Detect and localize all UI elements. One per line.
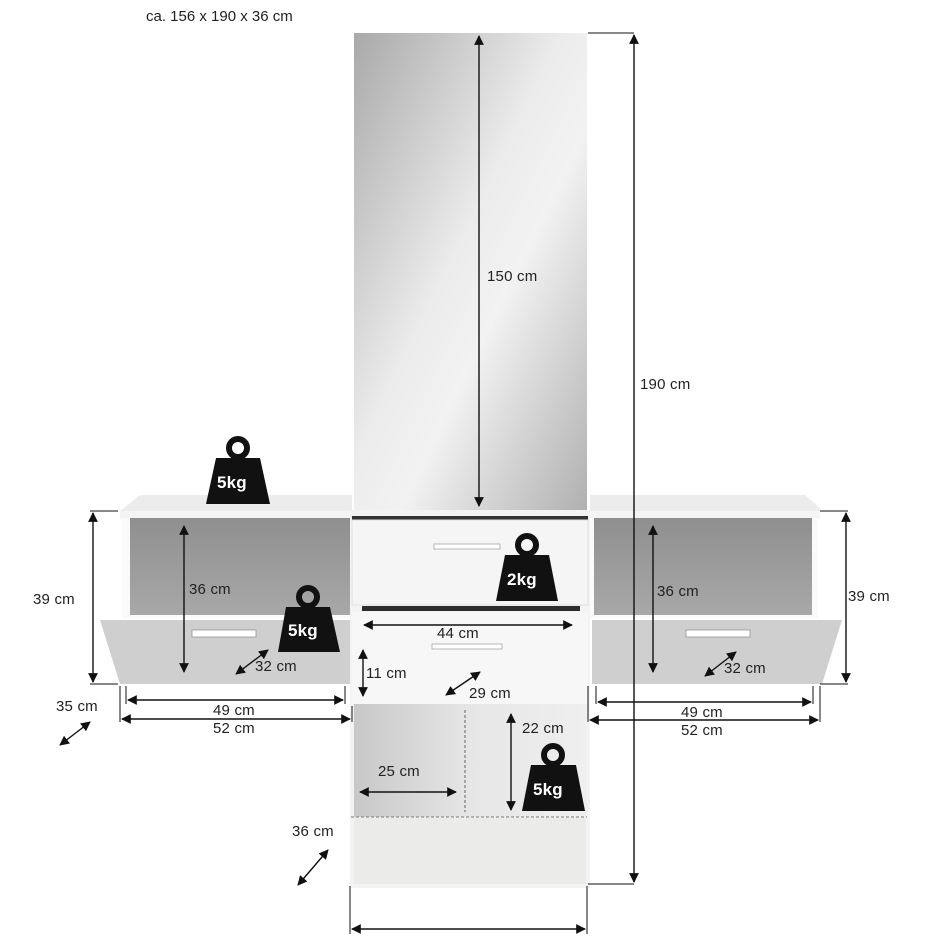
left-depth-label: 35 cm: [56, 698, 98, 715]
left-outer-width-label: 52 cm: [213, 720, 255, 737]
left-flap-depth-label: 32 cm: [255, 658, 297, 675]
right-flap-depth-label: 32 cm: [724, 660, 766, 677]
total-height-label: 190 cm: [640, 376, 691, 393]
compartment-width-label: 25 cm: [378, 763, 420, 780]
center-depth-label: 36 cm: [292, 823, 334, 840]
drawer-depth-label: 29 cm: [469, 685, 511, 702]
right-shelf-unit: [590, 495, 842, 684]
drawer-height-label: 11 cm: [366, 665, 407, 682]
left-shelf-unit: [100, 495, 352, 684]
load-label-compartment: 5kg: [533, 780, 563, 799]
weight-icon-compartment: [522, 743, 585, 811]
right-outer-height-label: 39 cm: [848, 588, 890, 605]
load-label-left-flap: 5kg: [288, 621, 318, 640]
weight-icon-center-drawer: [496, 533, 558, 601]
weight-icons: [206, 436, 585, 811]
left-inner-width-label: 49 cm: [213, 702, 255, 719]
compartment-height-label: 22 cm: [522, 720, 564, 737]
mirror-height-label: 150 cm: [487, 268, 538, 285]
right-inner-height-label: 36 cm: [657, 583, 699, 600]
center-column: [350, 510, 590, 888]
dimension-lines: [59, 32, 851, 934]
weight-icon-left-top: [206, 436, 270, 504]
load-label-left-top: 5kg: [217, 473, 247, 492]
left-inner-height-label: 36 cm: [189, 581, 231, 598]
right-inner-width-label: 49 cm: [681, 704, 723, 721]
weight-icon-left-flap: [278, 585, 340, 652]
load-label-center-drawer: 2kg: [507, 570, 537, 589]
overall-dimensions-title: ca. 156 x 190 x 36 cm: [146, 8, 293, 25]
drawer-width-label: 44 cm: [437, 625, 479, 642]
right-outer-width-label: 52 cm: [681, 722, 723, 739]
mirror-panel: [354, 33, 587, 510]
left-outer-height-label: 39 cm: [33, 591, 75, 608]
